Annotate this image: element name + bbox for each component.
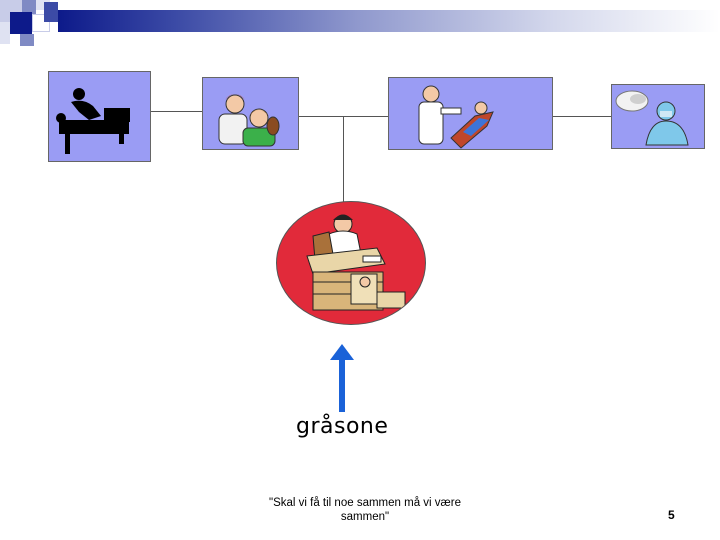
panel-surgeon xyxy=(611,84,705,149)
panel-hairdresser xyxy=(202,77,299,150)
panel-dentist xyxy=(388,77,553,150)
up-arrow-icon xyxy=(330,344,354,412)
corner-square xyxy=(10,12,32,34)
connector-line xyxy=(343,116,344,204)
gray-zone-label: gråsone xyxy=(296,414,389,439)
page-number: 5 xyxy=(668,508,675,522)
connector-line xyxy=(150,111,202,112)
surgeon-icon xyxy=(615,90,689,146)
corner-square xyxy=(22,0,36,14)
hairdresser-icon xyxy=(218,94,280,147)
corner-square xyxy=(36,0,50,10)
dentist-icon xyxy=(418,85,494,149)
connector-line xyxy=(553,116,611,117)
massage-table-icon xyxy=(56,88,130,154)
center-node-desk-worker xyxy=(276,201,426,325)
office-desk-icon xyxy=(306,214,406,311)
panel-massage-therapist xyxy=(48,71,151,162)
corner-square xyxy=(20,34,34,46)
corner-square xyxy=(0,22,10,44)
title-gradient-bar xyxy=(58,10,720,32)
quote-text: "Skal vi få til noe sammen må vi være sa… xyxy=(269,497,461,523)
corner-square xyxy=(44,2,58,22)
